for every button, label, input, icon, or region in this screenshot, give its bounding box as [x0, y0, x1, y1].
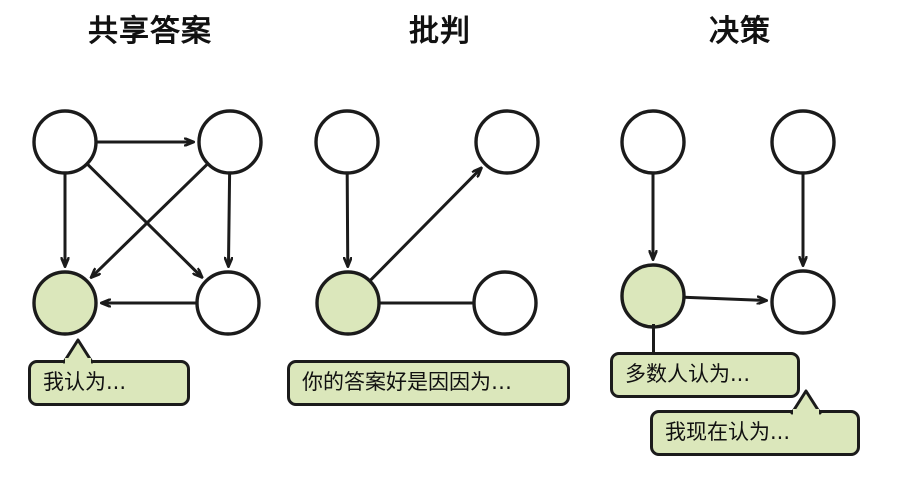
speech-bubble-shared-answer[interactable]: 我认为...: [28, 360, 190, 406]
speech-bubble-text: 你的答案好是因因为…: [302, 370, 512, 394]
speech-bubble-text: 我现在认为...: [665, 420, 791, 444]
panel-decision: 决策: [580, 0, 900, 483]
speech-bubble-text: 多数人认为...: [625, 362, 751, 386]
speech-bubble-tail-shared-answer: [62, 338, 94, 365]
panel-title-critique: 批判: [409, 14, 471, 49]
panel-critique: 批判: [300, 0, 580, 483]
panel-title-shared-answer: 共享答案: [88, 14, 212, 49]
speech-bubble-stem-majority: [652, 324, 655, 356]
panel-shared-answer: 共享答案: [0, 0, 300, 483]
speech-bubble-text: 我认为...: [43, 370, 127, 394]
speech-bubble-critique[interactable]: 你的答案好是因因为…: [287, 360, 570, 406]
speech-bubble-majority[interactable]: 多数人认为...: [610, 352, 800, 398]
speech-bubble-tail-updated-belief: [790, 389, 822, 416]
panel-title-decision: 决策: [709, 14, 771, 49]
speech-bubble-updated-belief[interactable]: 我现在认为...: [650, 410, 860, 456]
